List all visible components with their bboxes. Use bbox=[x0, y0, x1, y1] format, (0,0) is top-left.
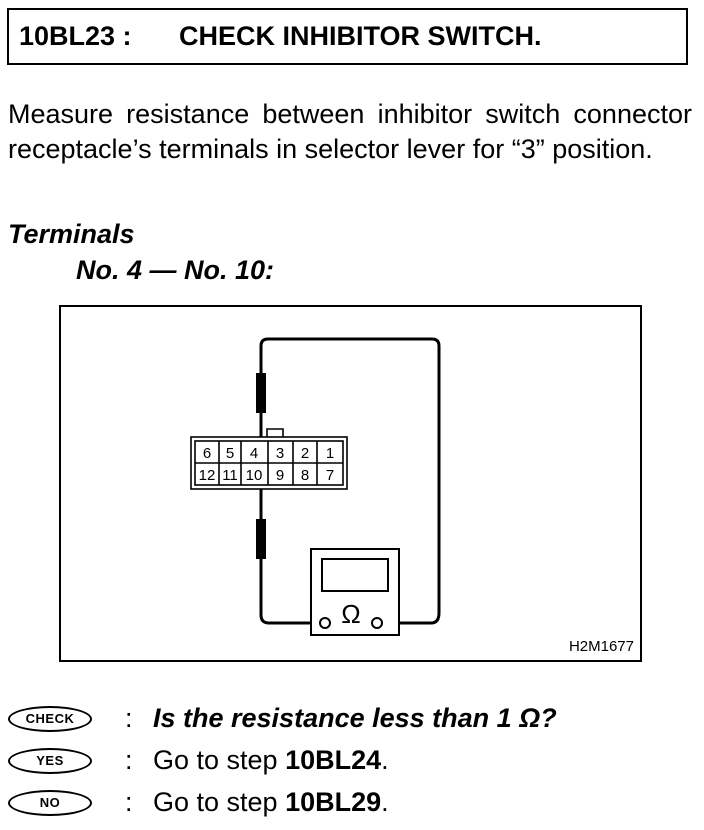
pin-2: 2 bbox=[301, 445, 309, 462]
no-colon: : bbox=[125, 787, 133, 817]
no-answer: Go to step 10BL29. bbox=[153, 784, 389, 820]
terminals-value: No. 4 — No. 10: bbox=[76, 255, 275, 285]
connector-pin-labels: 6 5 4 3 2 1 12 11 10 9 8 7 bbox=[199, 445, 335, 484]
pin-1: 1 bbox=[326, 445, 334, 462]
ohmmeter bbox=[310, 548, 400, 636]
probe-top bbox=[256, 373, 266, 413]
wiring-diagram: 6 5 4 3 2 1 12 11 10 9 8 7 Ω H2M1677 bbox=[59, 305, 642, 662]
no-suffix: . bbox=[381, 787, 389, 817]
pin-12: 12 bbox=[199, 467, 216, 484]
pin-8: 8 bbox=[301, 467, 309, 484]
probe-wire-bottom bbox=[259, 489, 320, 625]
yes-answer: Go to step 10BL24. bbox=[153, 742, 389, 778]
step-title: CHECK INHIBITOR SWITCH. bbox=[179, 21, 542, 51]
probe-wire-top bbox=[259, 337, 441, 625]
step-code: 10BL23 : bbox=[19, 21, 132, 51]
no-prefix: Go to step bbox=[153, 787, 286, 817]
probe-bottom bbox=[256, 519, 266, 559]
connector bbox=[190, 428, 348, 490]
pin-3: 3 bbox=[276, 445, 284, 462]
yes-badge: YES bbox=[8, 748, 92, 774]
yes-prefix: Go to step bbox=[153, 745, 286, 775]
pin-10: 10 bbox=[246, 467, 263, 484]
pin-9: 9 bbox=[276, 467, 284, 484]
check-badge: CHECK bbox=[8, 706, 92, 732]
pin-7: 7 bbox=[326, 467, 334, 484]
wiring-diagram-drawing: 6 5 4 3 2 1 12 11 10 9 8 7 Ω bbox=[190, 337, 441, 636]
terminals-heading: Terminals bbox=[8, 219, 135, 249]
no-step-link[interactable]: 10BL29 bbox=[285, 787, 382, 817]
pin-5: 5 bbox=[226, 445, 234, 462]
figure-code: H2M1677 bbox=[568, 638, 634, 655]
yes-step-link[interactable]: 10BL24 bbox=[285, 745, 382, 775]
check-question: Is the resistance less than 1 Ω? bbox=[153, 703, 557, 733]
yes-suffix: . bbox=[381, 745, 389, 775]
pin-4: 4 bbox=[250, 445, 258, 462]
pin-11: 11 bbox=[222, 467, 238, 484]
ohm-symbol: Ω bbox=[341, 599, 360, 629]
pin-6: 6 bbox=[203, 445, 211, 462]
check-colon: : bbox=[125, 703, 133, 733]
step-title-box: 10BL23 : CHECK INHIBITOR SWITCH. bbox=[7, 8, 688, 65]
instruction-text: Measure resistance between inhibitor swi… bbox=[8, 99, 692, 164]
no-badge: NO bbox=[8, 790, 92, 816]
yes-colon: : bbox=[125, 745, 133, 775]
